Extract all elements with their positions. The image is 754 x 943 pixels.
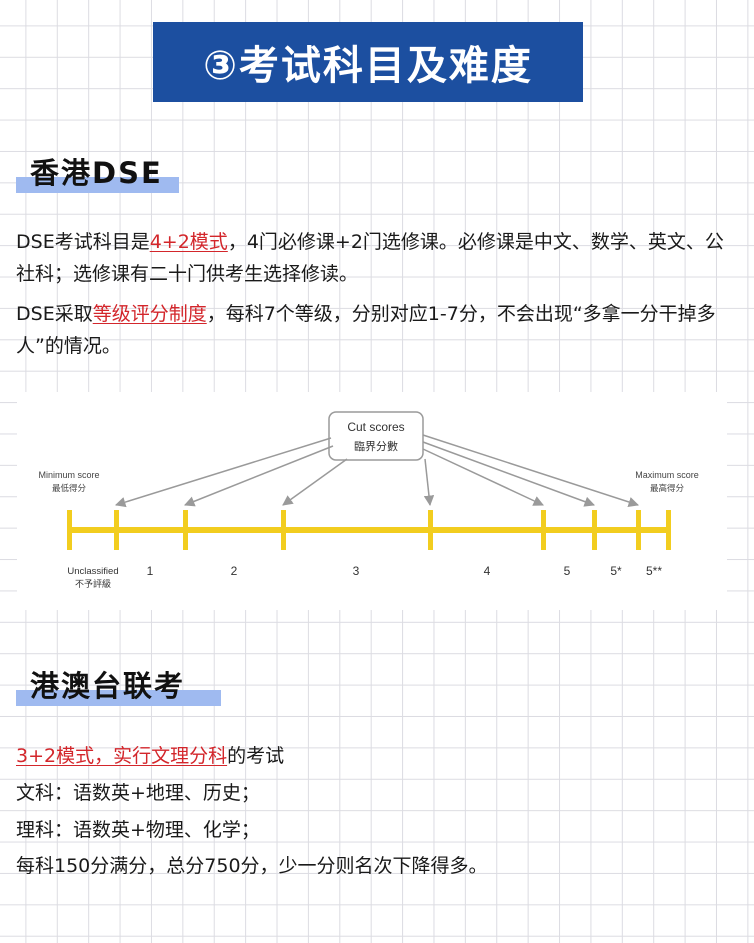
level-label-5starstar: 5** [646, 564, 662, 578]
heading-underline-2 [16, 690, 221, 706]
tick-min [67, 510, 72, 550]
tick-cut-3 [281, 510, 286, 550]
level-label-2: 2 [231, 564, 238, 578]
highlight-grading-system: 等级评分制度 [92, 303, 207, 325]
joint-exam-line-4: 每科150分满分，总分750分，少一分则名次下降得多。 [16, 855, 488, 877]
level-label-5star: 5* [610, 564, 622, 578]
dse-paragraph-1: DSE考试科目是4+2模式，4门必修课+2门选修课。必修课是中文、数学、英文、公… [16, 231, 724, 285]
arrow-cut-4 [423, 458, 435, 507]
joint-exam-line-1: 3+2模式，实行文理分科的考试 [16, 745, 285, 767]
section-heading-dse: 香港DSE [30, 156, 163, 190]
tick-cut-5starstar [636, 510, 641, 550]
section-heading-joint-exam: 港澳台联考 [30, 669, 186, 703]
maximum-score-label-zh: 最高得分 [650, 483, 685, 494]
tick-cut-1 [114, 510, 119, 550]
cut-scores-box [328, 411, 424, 461]
level-label-1: 1 [147, 564, 154, 578]
score-scale-bar [69, 527, 668, 533]
joint-exam-line-2: 文科：语数英+地理、历史； [16, 782, 260, 804]
arrow-cut-5star [422, 441, 595, 507]
title-banner: ③考试科目及难度 [153, 22, 583, 102]
highlight-4-2-mode: 4+2模式 [149, 231, 228, 253]
cut-score-diagram: Cut scores 臨界分數 Minimum score 最低得分 Maxim… [17, 392, 727, 610]
maximum-score-label-en: Maximum score [635, 470, 699, 480]
tick-cut-5star [592, 510, 597, 550]
tick-cut-4 [428, 510, 433, 550]
page-title: ③考试科目及难度 [203, 43, 533, 89]
cut-scores-label-zh: 臨界分數 [354, 440, 398, 453]
arrow-cut-3 [282, 458, 348, 506]
arrow-cut-5starstar [422, 434, 639, 508]
level-label-5: 5 [564, 564, 571, 578]
unclassified-label-zh: 不予評級 [75, 578, 111, 590]
tick-max [666, 510, 671, 550]
arrow-cut-5 [422, 448, 544, 506]
minimum-score-label-zh: 最低得分 [52, 483, 87, 494]
highlight-3-2-mode: 3+2模式，实行文理分科 [16, 745, 228, 767]
cut-score-svg: Cut scores 臨界分數 Minimum score 最低得分 Maxim… [38, 411, 699, 590]
tick-cut-5 [541, 510, 546, 550]
joint-exam-line-3: 理科：语数英+物理、化学； [16, 819, 260, 841]
arrow-cut-1 [114, 437, 332, 508]
level-label-4: 4 [484, 564, 491, 578]
cut-scores-label-en: Cut scores [347, 420, 404, 434]
dse-paragraph-2: DSE采取等级评分制度，每科7个等级，分别对应1-7分，不会出现“多拿一分干掉多… [16, 303, 716, 357]
arrow-cut-2 [184, 445, 334, 507]
tick-cut-2 [183, 510, 188, 550]
minimum-score-label-en: Minimum score [38, 470, 99, 480]
heading-underline [16, 177, 179, 193]
unclassified-label-en: Unclassified [67, 566, 118, 577]
level-label-3: 3 [353, 564, 360, 578]
